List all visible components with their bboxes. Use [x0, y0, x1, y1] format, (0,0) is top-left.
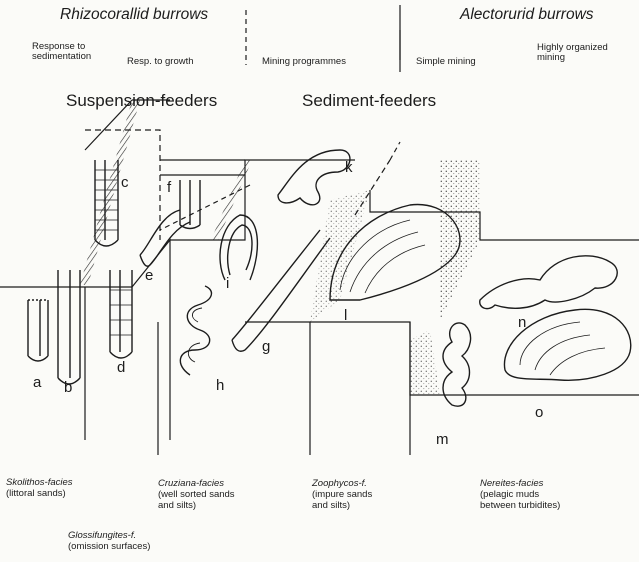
- subheader-mining-programmes: Mining programmes: [262, 57, 346, 67]
- facies-desc: (littoral sands): [6, 488, 73, 499]
- subheader-simple-mining: Simple mining: [416, 57, 476, 67]
- group-sediment-feeders: Sediment-feeders: [302, 92, 436, 111]
- label-g: g: [262, 339, 270, 356]
- facies-cruziana: Cruziana-facies (well sorted sands and s…: [158, 478, 235, 512]
- burrow-i: [220, 215, 257, 280]
- facies-name: Glossifungites-f.: [68, 530, 150, 541]
- facies-name: Nereites-facies: [480, 478, 560, 489]
- label-d: d: [117, 360, 125, 377]
- label-a: a: [33, 375, 41, 392]
- subheader-highly-organized: Highly organized mining: [537, 43, 608, 64]
- label-i: i: [226, 276, 229, 293]
- step-block: [310, 322, 410, 455]
- step-block: [85, 240, 170, 440]
- header-rhizocorallid: Rhizocorallid burrows: [60, 6, 208, 23]
- facies-nereites: Nereites-facies (pelagic muds between tu…: [480, 478, 560, 512]
- group-suspension-feeders: Suspension-feeders: [66, 92, 217, 111]
- label-f: f: [167, 180, 171, 197]
- header-alectorurid: Alectorurid burrows: [460, 6, 594, 23]
- label-h: h: [216, 378, 224, 395]
- label-m: m: [436, 432, 449, 449]
- label-l: l: [344, 308, 347, 325]
- burrow-k: [278, 150, 350, 205]
- label-c: c: [121, 175, 129, 192]
- facies-skolithos: Skolithos-facies (littoral sands): [6, 477, 73, 499]
- burrow-m: [443, 323, 471, 406]
- hatched-wedge: [80, 100, 140, 285]
- step-block: [410, 322, 639, 395]
- label-e: e: [145, 268, 153, 285]
- facies-glossifungites: Glossifungites-f. (omission surfaces): [68, 530, 150, 552]
- hatched-wedge: [211, 160, 252, 240]
- subheader-resp-growth: Resp. to growth: [127, 57, 194, 67]
- facies-desc: (pelagic muds between turbidites): [480, 489, 560, 511]
- facies-name: Cruziana-facies: [158, 478, 235, 489]
- facies-name: Skolithos-facies: [6, 477, 73, 488]
- facies-desc: (impure sands and silts): [312, 489, 372, 511]
- label-o: o: [535, 405, 543, 422]
- dotted-wedge: [410, 330, 440, 395]
- label-n: n: [518, 315, 526, 332]
- step-block: [370, 190, 639, 240]
- label-b: b: [64, 380, 72, 397]
- step-block: [245, 322, 310, 455]
- burrow-d: [110, 270, 132, 358]
- facies-desc: (omission surfaces): [68, 541, 150, 552]
- burrow-f: [180, 180, 200, 229]
- facies-desc: (well sorted sands and silts): [158, 489, 235, 511]
- burrow-a: [28, 300, 48, 361]
- facies-zoophycos: Zoophycos-f. (impure sands and silts): [312, 478, 372, 512]
- burrow-h: [180, 286, 211, 375]
- label-k: k: [345, 160, 353, 177]
- subheader-response-sedimentation: Response to sedimentation: [32, 42, 91, 63]
- facies-name: Zoophycos-f.: [312, 478, 372, 489]
- burrow-n: [480, 256, 617, 309]
